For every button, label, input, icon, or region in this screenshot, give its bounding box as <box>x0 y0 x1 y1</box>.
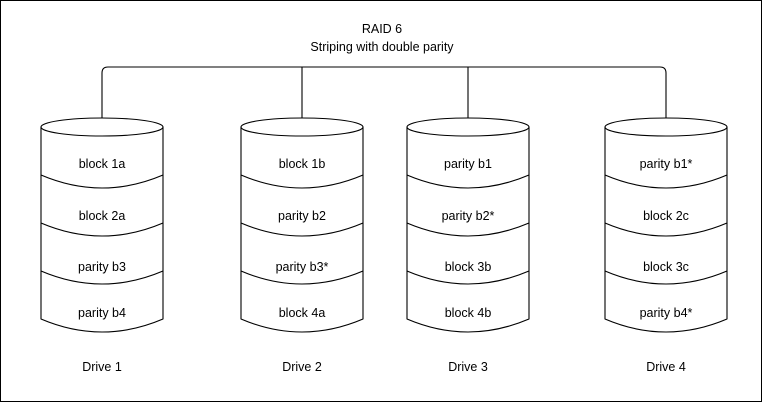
drive-3-block-1: parity b1 <box>444 157 492 171</box>
drive-4-divider-2 <box>604 222 728 237</box>
drive-4-block-4: parity b4* <box>640 306 693 320</box>
drive-2-block-2: parity b2 <box>278 209 326 223</box>
drive-1-label: Drive 1 <box>82 360 122 374</box>
diagram-title: RAID 6 <box>362 22 402 36</box>
drive-1-block-4: parity b4 <box>78 306 126 320</box>
drive-1-divider-2 <box>40 222 164 237</box>
drive-4[interactable]: parity b1* block 2c block 3c parity b4* … <box>604 117 728 374</box>
drive-2-block-3: parity b3* <box>276 260 329 274</box>
controller-bus <box>101 66 667 125</box>
drive-3-block-4: block 4b <box>445 306 492 320</box>
drive-3-top-cap <box>406 117 530 137</box>
drive-2-label: Drive 2 <box>282 360 322 374</box>
drive-2-divider-2 <box>240 222 364 237</box>
drive-4-block-3: block 3c <box>643 260 689 274</box>
drive-4-block-1: parity b1* <box>640 157 693 171</box>
drive-1-block-1: block 1a <box>79 157 126 171</box>
drive-3-divider-2 <box>406 222 530 237</box>
drive-4-block-2: block 2c <box>643 209 689 223</box>
drive-3-block-3: block 3b <box>445 260 492 274</box>
diagram-subtitle: Striping with double parity <box>310 40 454 54</box>
drive-1-divider-1 <box>40 174 164 189</box>
drive-4-label: Drive 4 <box>646 360 686 374</box>
drive-2[interactable]: block 1b parity b2 parity b3* block 4a D… <box>240 117 364 374</box>
drive-2-divider-3 <box>240 270 364 285</box>
drive-4-top-cap <box>604 117 728 137</box>
drive-3-divider-1 <box>406 174 530 189</box>
drive-3-divider-3 <box>406 270 530 285</box>
drive-1[interactable]: block 1a block 2a parity b3 parity b4 Dr… <box>40 117 164 374</box>
drive-1-block-2: block 2a <box>79 209 126 223</box>
drive-2-divider-1 <box>240 174 364 189</box>
drive-2-block-4: block 4a <box>279 306 326 320</box>
drive-2-block-1: block 1b <box>279 157 326 171</box>
drive-1-block-3: parity b3 <box>78 260 126 274</box>
drive-4-divider-3 <box>604 270 728 285</box>
drive-3-block-2: parity b2* <box>442 209 495 223</box>
drive-1-top-cap <box>40 117 164 137</box>
bus-main-path <box>101 66 667 125</box>
drive-2-top-cap <box>240 117 364 137</box>
drive-1-divider-3 <box>40 270 164 285</box>
drive-3[interactable]: parity b1 parity b2* block 3b block 4b D… <box>406 117 530 374</box>
drive-4-divider-1 <box>604 174 728 189</box>
drive-3-label: Drive 3 <box>448 360 488 374</box>
